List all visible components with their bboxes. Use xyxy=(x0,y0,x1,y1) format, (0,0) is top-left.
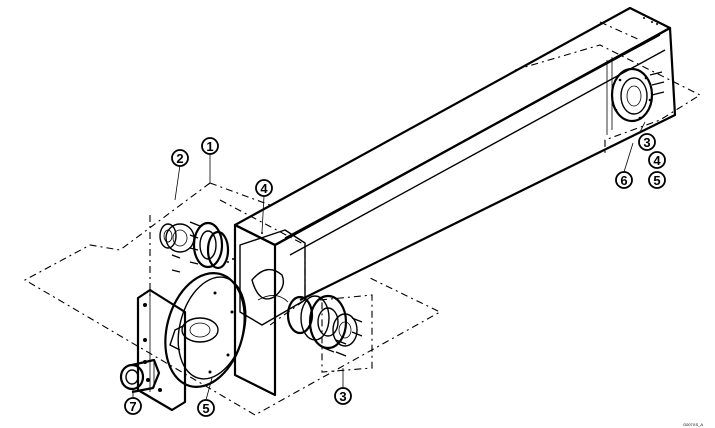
callout-3-bottom: 3 xyxy=(334,387,352,405)
drawing-number: G007XS_A xyxy=(683,422,703,427)
callout-2: 2 xyxy=(171,149,189,167)
mounting-plate xyxy=(136,288,187,412)
callout-3-right-label: 3 xyxy=(643,135,650,150)
plate-bolts xyxy=(143,303,162,392)
callout-1: 1 xyxy=(201,137,219,155)
drive-sheave xyxy=(164,272,247,388)
motor-cylinder xyxy=(119,358,161,394)
bearing-assembly-bottom xyxy=(286,294,363,357)
callout-7-label: 7 xyxy=(129,399,136,414)
callout-5-right-label: 5 xyxy=(653,173,660,188)
callout-3-right: 3 xyxy=(638,133,656,151)
callout-6: 6 xyxy=(615,171,633,189)
callout-1-label: 1 xyxy=(206,139,213,154)
callout-7: 7 xyxy=(124,397,142,415)
bearing-assembly-left xyxy=(159,221,230,273)
bearing-bolts-left xyxy=(171,221,201,273)
main-beam xyxy=(233,6,677,397)
callout-5-bottom: 5 xyxy=(197,399,215,417)
callout-6-label: 6 xyxy=(620,173,627,188)
assembly-boundary-lines xyxy=(23,21,702,416)
callout-5-bottom-label: 5 xyxy=(202,401,209,416)
callout-4-left: 4 xyxy=(255,179,273,197)
leader-lines xyxy=(132,121,646,401)
callout-4-right: 4 xyxy=(648,151,666,169)
callout-2-label: 2 xyxy=(176,151,183,166)
bearing-bolts-bottom xyxy=(323,317,363,357)
right-end-flange xyxy=(610,67,665,123)
callout-3-bottom-label: 3 xyxy=(339,389,346,404)
callout-4-left-label: 4 xyxy=(260,181,268,196)
left-end-housing xyxy=(227,229,306,326)
callout-4-right-label: 4 xyxy=(653,153,661,168)
callout-5-right: 5 xyxy=(648,171,666,189)
